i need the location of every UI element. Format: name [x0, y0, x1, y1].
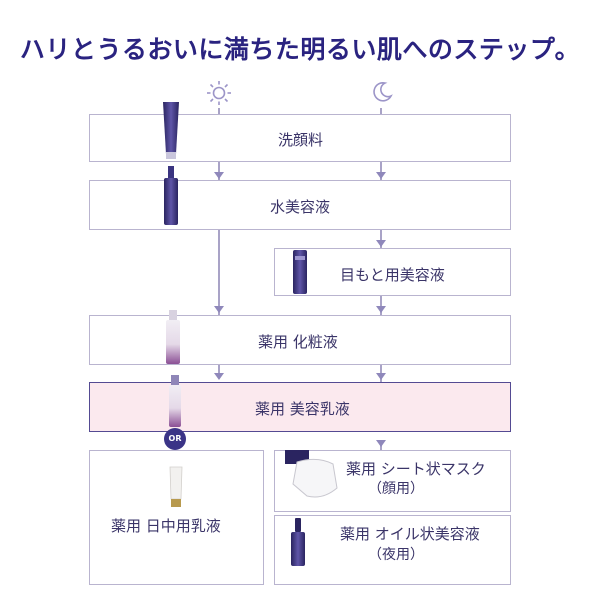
step-sublabel-sheet-mask: （顔用） [368, 481, 424, 497]
oil-serum-bottle-image [291, 518, 305, 566]
step-label-essence-water: 水美容液 [270, 198, 331, 216]
arrow-icon [376, 172, 386, 179]
or-badge: OR [164, 428, 186, 450]
step-label-lotion: 薬用 化粧液 [258, 333, 338, 351]
step-label-oil-serum: 薬用 オイル状美容液 [340, 525, 480, 543]
lotion-bottle-image [166, 310, 180, 364]
arrow-icon [214, 306, 224, 313]
moon-icon [373, 82, 393, 102]
step-label-eye-serum: 目もと用美容液 [340, 266, 445, 284]
step-essence-water [89, 180, 511, 230]
page-title: ハリとうるおいに満ちた明るい肌へのステップ。 [19, 35, 581, 64]
step-sublabel-oil-serum: （夜用） [368, 547, 424, 563]
arrow-icon [376, 373, 386, 380]
step-cleanser [89, 114, 511, 162]
step-eye-serum [274, 248, 511, 296]
arrow-icon [376, 240, 386, 247]
arrow-icon [376, 306, 386, 313]
step-oil-serum [274, 515, 511, 585]
step-lotion [89, 315, 511, 365]
step-label-day-emulsion: 薬用 日中用乳液 [111, 517, 221, 535]
sun-icon [207, 81, 231, 105]
day-flow-line [218, 108, 220, 378]
step-label-emulsion: 薬用 美容乳液 [255, 400, 350, 418]
cleanser-tube-image [163, 102, 179, 159]
arrow-icon [376, 440, 386, 447]
arrow-icon [214, 172, 224, 179]
eye-serum-bottle-image [293, 250, 307, 294]
day-emulsion-tube-image [169, 466, 183, 507]
step-label-sheet-mask: 薬用 シート状マスク [346, 460, 486, 478]
step-label-cleanser: 洗顔料 [278, 131, 324, 149]
arrow-icon [214, 373, 224, 380]
essence-water-bottle-image [164, 166, 178, 225]
emulsion-bottle-image [169, 375, 181, 427]
sheet-mask-image [285, 450, 338, 498]
step-emulsion [89, 382, 511, 432]
